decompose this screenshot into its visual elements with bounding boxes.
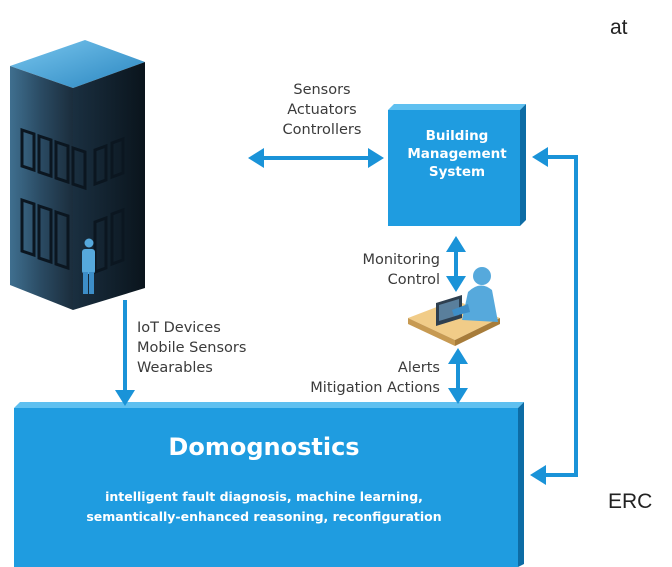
corner-text-top: at: [610, 16, 628, 39]
operator-at-desk-icon: [408, 267, 500, 346]
domognostics-title: Domognostics: [168, 433, 360, 461]
arrow-operator-domognostics: [448, 348, 468, 404]
bms-box: [388, 104, 526, 226]
person-icon: [82, 238, 95, 294]
domognostics-subtitle: intelligent fault diagnosis, machine lea…: [86, 489, 442, 524]
building-icon: [10, 40, 145, 310]
arrow-building-domognostics: [115, 300, 135, 406]
corner-text-bottom: ERC: [608, 490, 653, 513]
arrow-building-bms: [248, 148, 384, 168]
building-windows: [20, 127, 125, 275]
domognostics-box: [14, 402, 524, 567]
arrow-bms-operator: [446, 236, 466, 292]
arrow-domognostics-bms-loop: [530, 147, 578, 485]
